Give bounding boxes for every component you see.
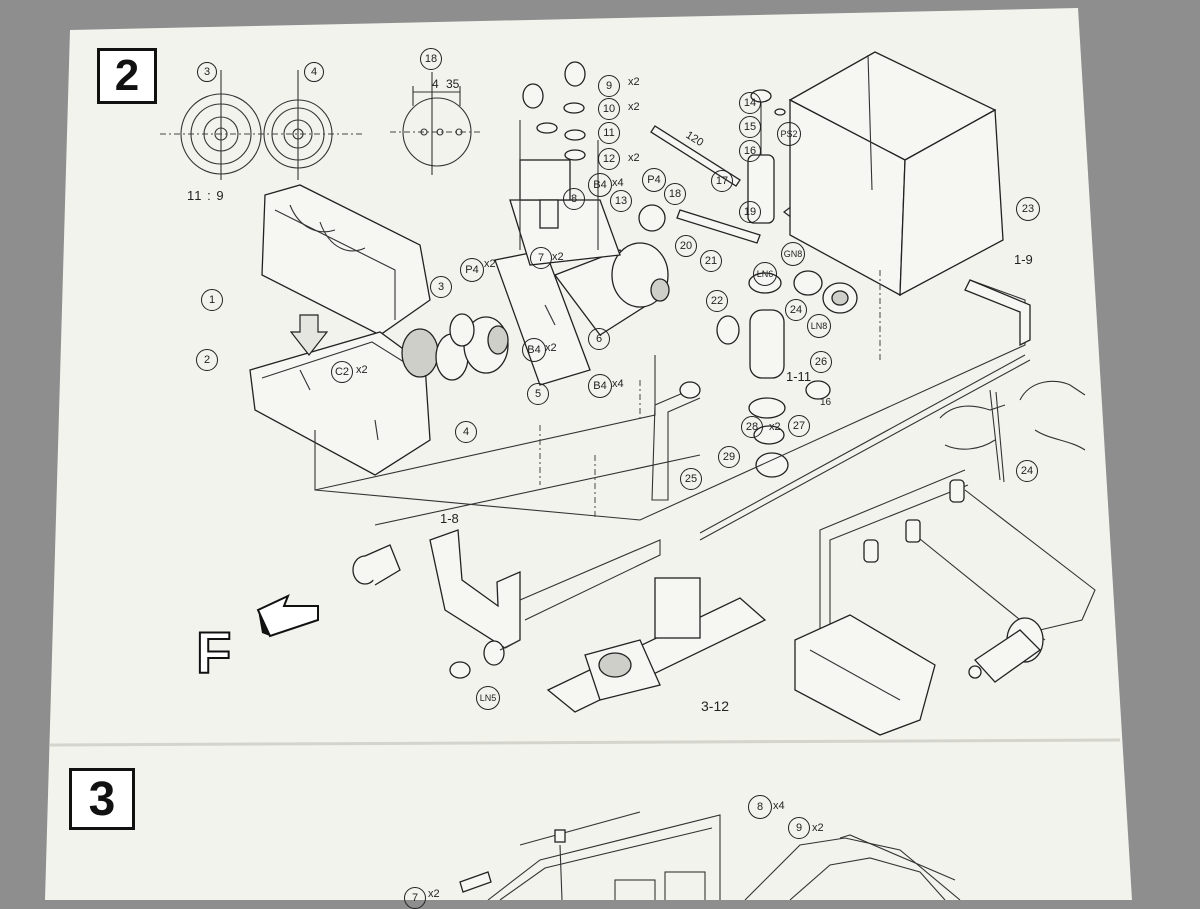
boiler-column (716, 309, 831, 478)
callout-4-top: 4 (304, 62, 324, 82)
callout-18-top: 18 (420, 48, 442, 70)
callout-p4t: P4 (642, 168, 666, 192)
mult-7: x2 (552, 251, 564, 263)
callout-p18: 18 (664, 183, 686, 205)
callout-p14: 14 (739, 92, 761, 114)
chassis-plate (314, 270, 1031, 541)
gear-18-top-view (390, 72, 480, 175)
value-16: 16 (820, 397, 832, 408)
callout-gn8: GN8 (781, 242, 805, 266)
callout-p3: 3 (430, 276, 452, 298)
callout-p24a: 24 (785, 299, 807, 321)
valve-stack (519, 61, 599, 250)
callout-c2: C2 (331, 361, 353, 383)
callout-p28: 28 (741, 416, 763, 438)
mult-9: x2 (628, 76, 640, 88)
callout-p16: 16 (739, 140, 761, 162)
ref-3-12: 3-12 (701, 698, 730, 714)
mult-s8: x4 (773, 800, 785, 812)
callout-p9: 9 (598, 75, 620, 97)
fold-line (49, 738, 1121, 747)
mult-b4c: x4 (612, 378, 624, 390)
callout-ln5: LN5 (476, 686, 500, 710)
ref-1-9: 1-9 (1014, 252, 1033, 267)
callout-p22: 22 (706, 290, 728, 312)
water-tank-23 (788, 51, 1004, 297)
callout-s8: 8 (748, 795, 772, 819)
mult-s7: x2 (428, 888, 440, 900)
mult-28: x2 (769, 421, 781, 433)
callout-ps2: PS2 (777, 122, 801, 146)
step-number-3: 3 (69, 768, 135, 830)
down-arrow (289, 314, 329, 356)
callout-p13: 13 (610, 190, 632, 212)
mult-b4a: x4 (612, 177, 624, 189)
pipe-25 (651, 381, 701, 501)
callout-p4: 4 (455, 421, 477, 443)
callout-p11: 11 (598, 122, 620, 144)
callout-p4s: P4 (460, 258, 484, 282)
wiring-diagram (794, 469, 1096, 736)
dimension-b: 35 (446, 77, 460, 91)
callout-p20: 20 (675, 235, 697, 257)
pulley-assembly (401, 313, 509, 381)
battery-box-1 (261, 184, 431, 336)
callout-ln6: LN6 (753, 262, 777, 286)
callout-p27: 27 (788, 415, 810, 437)
front-mark: F (195, 621, 232, 686)
callout-ln8: LN8 (807, 314, 831, 338)
mult-10: x2 (628, 101, 640, 113)
motor-frame (494, 199, 670, 386)
callout-p17: 17 (711, 170, 733, 192)
callout-p8: 8 (563, 188, 585, 210)
step-number-2: 2 (97, 48, 157, 104)
frame-1-8 (429, 529, 661, 649)
hands-illustration (939, 380, 1086, 483)
mult-c2: x2 (356, 364, 368, 376)
ref-1-11: 1-11 (786, 369, 812, 384)
callout-s9: 9 (788, 817, 810, 839)
pulley-ratio: 11 : 9 (187, 188, 225, 203)
callout-p5: 5 (527, 383, 549, 405)
cylinder-left (352, 544, 401, 586)
callout-p29: 29 (718, 446, 740, 468)
callout-p15: 15 (739, 116, 761, 138)
callout-p2: 2 (196, 349, 218, 371)
callout-b4c: B4 (588, 374, 612, 398)
callout-p12: 12 (598, 148, 620, 170)
callout-p21: 21 (700, 250, 722, 272)
callout-p26: 26 (810, 351, 832, 373)
callout-p23: 23 (1016, 197, 1040, 221)
frame-bar-1-9 (964, 279, 1031, 347)
callout-p10: 10 (598, 98, 620, 120)
rods-20-21 (638, 204, 761, 244)
callout-s7: 7 (404, 887, 426, 909)
callout-b4a: B4 (588, 173, 612, 197)
mult-s9: x2 (812, 822, 824, 834)
mult-b4b: x2 (545, 342, 557, 354)
dimension-a: 4 (432, 77, 439, 91)
step3-drawing (459, 811, 961, 900)
chassis-3-12 (546, 577, 767, 713)
ln5-bolt (449, 639, 521, 679)
callout-b4b: B4 (522, 338, 546, 362)
front-arrow (256, 594, 319, 638)
mult-p4: x2 (484, 258, 496, 270)
callout-p25: 25 (680, 468, 702, 490)
callout-p19: 19 (739, 201, 761, 223)
mult-12: x2 (628, 152, 640, 164)
pulley-top-view (160, 70, 365, 180)
ref-1-8: 1-8 (440, 511, 459, 526)
callout-p7: 7 (530, 247, 552, 269)
callout-p6: 6 (588, 328, 610, 350)
callout-p1: 1 (201, 289, 223, 311)
callout-3-top: 3 (197, 62, 217, 82)
callout-p24b: 24 (1016, 460, 1038, 482)
